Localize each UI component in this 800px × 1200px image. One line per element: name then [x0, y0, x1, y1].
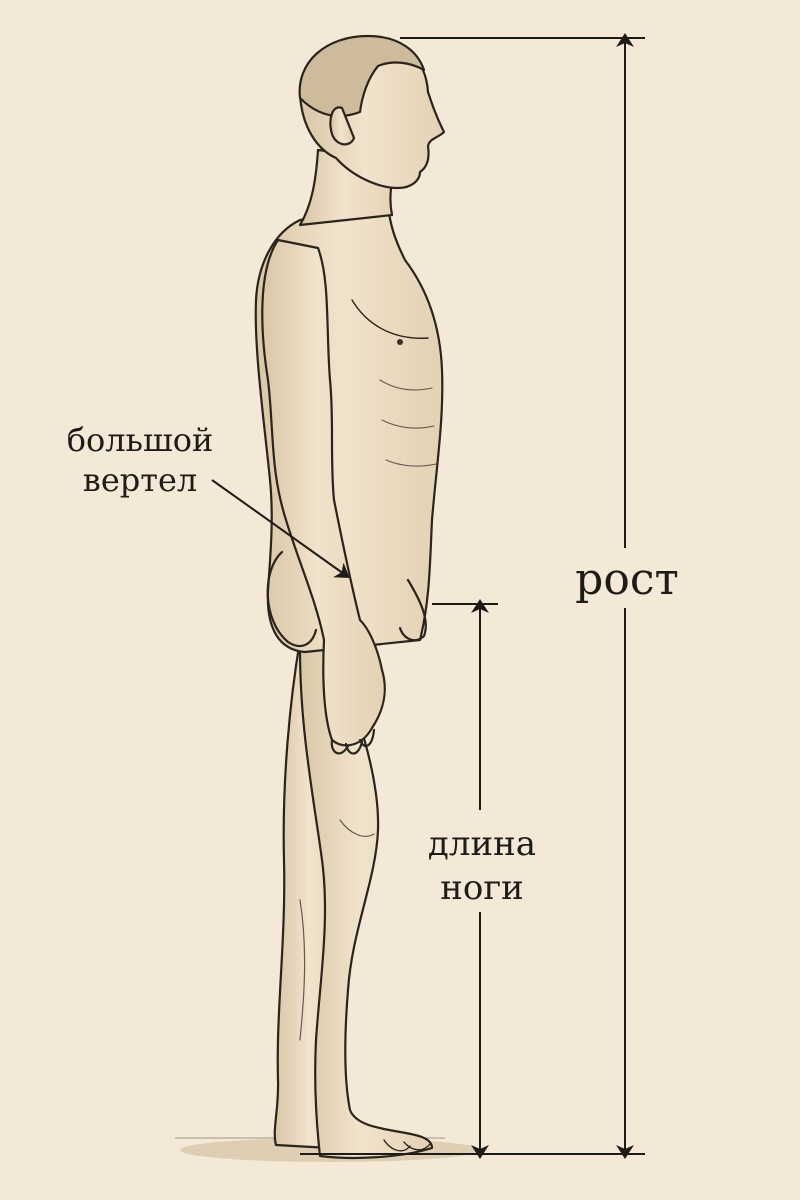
- chest-line: [351, 299, 429, 339]
- trochanter-label-line-1: большой: [66, 421, 214, 459]
- leg-length-label: длина ноги: [418, 822, 546, 910]
- toes: [383, 1139, 431, 1152]
- arm: [261, 238, 386, 747]
- front-leg: [298, 638, 434, 1159]
- ear: [329, 106, 356, 146]
- buttock: [266, 550, 318, 648]
- trochanter-pointer-line: [211, 479, 350, 579]
- nipple: [397, 339, 403, 345]
- groin: [398, 578, 427, 642]
- hand: [330, 728, 376, 755]
- knee-lines: [299, 819, 375, 1041]
- abdomen-lines: [379, 379, 437, 467]
- leg-length-measurement: [432, 599, 498, 1159]
- trochanter-label-line-2: вертел: [82, 461, 198, 499]
- hair: [298, 34, 426, 118]
- height-label: рост: [572, 558, 682, 602]
- human-figure: [254, 34, 446, 1159]
- leg-length-label-line-2: ноги: [440, 868, 524, 908]
- trochanter-label: большой вертел: [60, 420, 220, 500]
- leg-length-label-line-1: длина: [427, 824, 537, 864]
